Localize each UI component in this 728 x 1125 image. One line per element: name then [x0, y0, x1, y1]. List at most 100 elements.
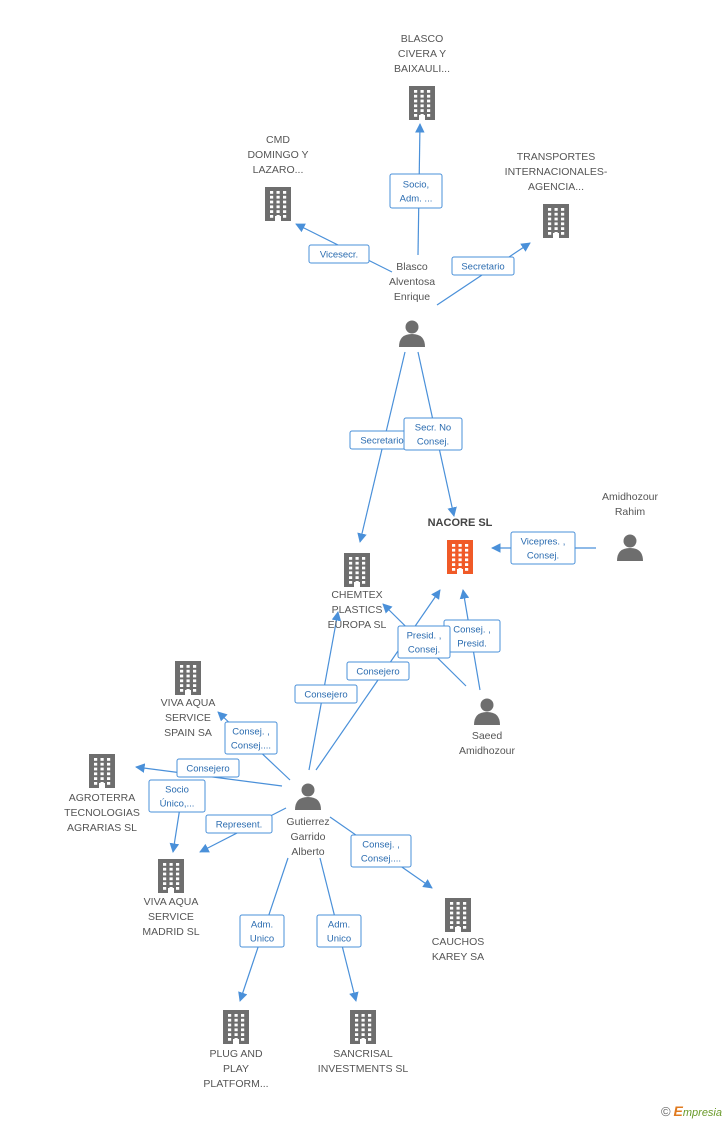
edge-label-line: Unico [327, 934, 351, 945]
building-icon [89, 754, 115, 788]
node-label-line: AGROTERRA [69, 792, 136, 804]
building-icon [344, 553, 370, 587]
node-label-line: TECNOLOGIAS [64, 807, 140, 819]
footer-brand: © Empresia [661, 1103, 722, 1119]
node-agroterra[interactable]: AGROTERRA TECNOLOGIAS AGRARIAS SL [64, 754, 140, 834]
building-icon [158, 859, 184, 893]
edge-label-line: Consejero [186, 764, 229, 775]
node-sancrisal[interactable]: SANCRISAL INVESTMENTS SL [318, 1010, 409, 1075]
edge-label-line: Consej. , [232, 727, 270, 738]
edge-label-line: Vicepres. , [521, 537, 566, 548]
person-icon [617, 534, 643, 561]
edge-label-line: Socio [165, 785, 189, 796]
node-plug[interactable]: PLUG ANDPLAYPLATFORM... [203, 1010, 269, 1090]
edge-label-gutierrez-viva_madrid[interactable]: Represent. [205, 814, 273, 834]
building-icon [350, 1010, 376, 1044]
edge-label-line: Unico [250, 934, 274, 945]
edge-label-line: Secretario [461, 262, 504, 273]
edge-label-amidhozour_rahim-nacore[interactable]: Vicepres. , Consej. [510, 531, 576, 565]
edge-label-line: Consej.... [231, 741, 271, 752]
node-label-line: CAUCHOS [432, 936, 485, 948]
edge-label-line: Consej. [527, 551, 559, 562]
edge-label-line: Represent. [216, 820, 262, 831]
node-label-line: NACORE SL [428, 517, 493, 529]
person-icon [474, 698, 500, 725]
node-label-line: Gutierrez [286, 816, 329, 828]
edge-label-blasco_alventosa-transportes[interactable]: Secretario [451, 256, 515, 276]
edge-label-gutierrez-nacore[interactable]: Consejero [346, 661, 410, 681]
node-label-line: INTERNACIONALES- [505, 166, 608, 178]
node-label-line: Blasco [396, 261, 428, 273]
building-icon [409, 86, 435, 120]
edge-label-line: Consejero [304, 690, 347, 701]
edge-label-gutierrez-sancrisal[interactable]: Adm.Unico [316, 914, 362, 948]
node-label-line: INVESTMENTS SL [318, 1063, 409, 1075]
node-nacore[interactable]: NACORE SL [428, 517, 493, 574]
edge-label-line: Presid. , [407, 631, 442, 642]
node-label-line: AGENCIA... [528, 181, 584, 193]
node-label-line: BLASCO [401, 33, 444, 45]
edge-label-line: Consej. , [453, 625, 491, 636]
node-label-line: DOMINGO Y [247, 149, 308, 161]
brand-rest: mpresia [682, 1107, 722, 1119]
building-icon [175, 661, 201, 695]
edge-label-gutierrez-chemtex[interactable]: Consejero [294, 684, 358, 704]
edge-labels-layer: Socio,Adm. ...Vicesecr.SecretarioSecreta… [148, 173, 576, 948]
node-label-line: AGRARIAS SL [67, 822, 137, 834]
edge-label-line: Socio, [403, 180, 429, 191]
edge-label-line: Consej. [408, 645, 440, 656]
node-label-line: Amidhozour [602, 491, 659, 503]
node-label-line: TRANSPORTES [517, 151, 596, 163]
node-label-line: Enrique [394, 291, 430, 303]
edge-label-line: Adm. [251, 920, 273, 931]
edge-label-line: Consej. , [362, 840, 400, 851]
node-cmd[interactable]: CMD DOMINGO Y LAZARO... [247, 134, 309, 221]
edge-label-line: Adm. ... [400, 194, 433, 205]
edge-label-gutierrez-plug[interactable]: Adm. Unico [239, 914, 285, 948]
person-icon [295, 783, 321, 810]
edge-label-gutierrez-caucho[interactable]: Consej. ,Consej.... [350, 834, 412, 868]
building-icon [223, 1010, 249, 1044]
node-label-line: PLASTICS [332, 604, 383, 616]
empresia-logo[interactable]: Empresia [674, 1103, 722, 1119]
node-label-line: SANCRISAL [333, 1048, 393, 1060]
focus-building-icon [447, 540, 473, 574]
node-label-line: LAZARO... [253, 164, 304, 176]
node-label-line: SERVICE [148, 911, 194, 923]
node-label-line: Alberto [291, 846, 324, 858]
edge-label-line: Secretario [360, 436, 403, 447]
edge-label-blasco_alventosa-cmd[interactable]: Vicesecr. [308, 244, 370, 264]
node-label-line: PLAY [223, 1063, 249, 1075]
node-label-line: Garrido [290, 831, 325, 843]
node-label-line: MADRID SL [142, 926, 199, 938]
node-label-line: CMD [266, 134, 290, 146]
edge-label-saeed-nacore[interactable]: Consej. ,Presid. [443, 619, 501, 653]
brand-initial: E [673, 1103, 683, 1119]
edge-label-saeed-chemtex[interactable]: Presid. , Consej. [397, 625, 451, 659]
node-label-line: VIVA AQUA [161, 697, 216, 709]
node-label-line: BAIXAULI... [394, 63, 450, 75]
edge-label-gutierrez-agroterra[interactable]: Consejero [176, 758, 240, 778]
node-viva_madrid[interactable]: VIVA AQUA SERVICE MADRID SL [142, 859, 200, 938]
node-transportes[interactable]: TRANSPORTES INTERNACIONALES- AGENCIA... [505, 151, 608, 238]
building-icon [543, 204, 569, 238]
edge-label-agroterra-viva_madrid[interactable]: SocioÚnico,... [148, 779, 206, 813]
building-icon [445, 898, 471, 932]
node-label-line: VIVA AQUA [144, 896, 199, 908]
edge-label-blasco_alventosa-blasco_civera[interactable]: Socio, Adm. ... [389, 173, 443, 209]
node-label-line: CHEMTEX [331, 589, 382, 601]
building-icon [265, 187, 291, 221]
edge-label-line: Secr. No [415, 423, 451, 434]
edge-label-gutierrez-viva_spain[interactable]: Consej. , Consej.... [224, 721, 278, 755]
